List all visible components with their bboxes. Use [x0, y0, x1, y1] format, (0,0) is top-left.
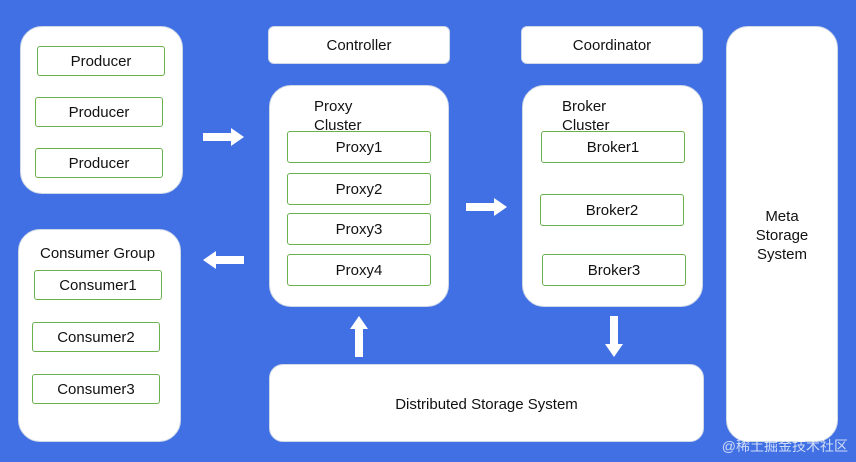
proxy-cluster-title: Proxy Cluster	[314, 98, 362, 134]
producer-box-2: Producer	[35, 97, 163, 127]
producer-box-1: Producer	[37, 46, 165, 76]
meta-storage-panel	[726, 26, 838, 442]
meta-storage-label: Meta Storage System	[755, 208, 809, 263]
proxy-box-2: Proxy2	[287, 173, 431, 205]
consumer-group-title: Consumer Group	[40, 245, 156, 262]
broker-box-2: Broker2	[540, 194, 684, 226]
consumer-box-1: Consumer1	[34, 270, 162, 300]
arrow-right-producers-to-proxy	[203, 128, 244, 146]
arrow-left-to-consumers	[203, 251, 244, 269]
arrow-down-broker-to-storage	[605, 316, 623, 357]
arrow-right-proxy-to-broker	[466, 198, 507, 216]
broker-box-3: Broker3	[542, 254, 686, 286]
producer-box-3: Producer	[35, 148, 163, 178]
coordinator-box: Coordinator	[521, 26, 703, 64]
proxy-box-1: Proxy1	[287, 131, 431, 163]
arrow-up-storage-to-proxy	[350, 316, 368, 357]
consumer-box-3: Consumer3	[32, 374, 160, 404]
distributed-storage-label: Distributed Storage System	[395, 396, 578, 413]
footer-watermark: @稀土掘金技术社区	[721, 438, 848, 454]
proxy-box-4: Proxy4	[287, 254, 431, 286]
controller-box: Controller	[268, 26, 450, 64]
proxy-box-3: Proxy3	[287, 213, 431, 245]
distributed-storage-panel	[269, 364, 704, 442]
broker-cluster-title: Broker Cluster	[562, 98, 610, 134]
broker-box-1: Broker1	[541, 131, 685, 163]
consumer-box-2: Consumer2	[32, 322, 160, 352]
